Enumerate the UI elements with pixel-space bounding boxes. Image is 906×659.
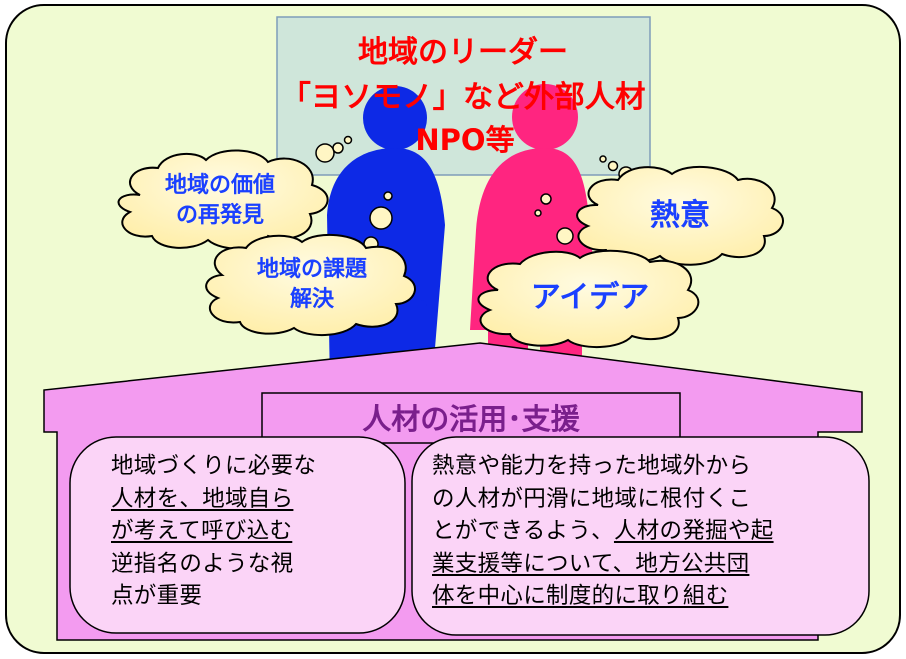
right-box-text: 熱意や能力を持った地域外から の人材が円滑に地域に根付くこ とができるよう、人材…: [432, 450, 774, 613]
left-box-text: 地域づくりに必要な 人材を、地域自ら が考えて呼び込む 逆指名のような視 点が重…: [111, 450, 316, 613]
banner-label-box: [261, 392, 681, 444]
left-box-line-3: が考えて呼び込む: [111, 515, 316, 548]
right-box-line-3: とができるよう、人材の発掘や起: [432, 515, 774, 548]
banner-title: 人材の活用･支援: [362, 402, 581, 436]
title-line-3: NPO等: [415, 123, 514, 157]
left-box-line-2-underlined: 人材を、地域自ら: [111, 485, 294, 512]
left-box-line-1: 地域づくりに必要な: [111, 453, 317, 479]
left-box-line-3-underlined: が考えて呼び込む: [111, 518, 293, 544]
right-box-line-4-underlined: 業支援等について、地方公共団: [432, 550, 750, 577]
cloud-value-rediscovery: 地域の価値 の再発見: [117, 149, 329, 250]
cloud-left-bottom-line1: 地域の課題: [257, 256, 368, 282]
right-box-line-3-plain: とができるよう、: [432, 518, 614, 544]
cloud-left-bottom-line2: 解決: [290, 286, 335, 312]
cloud-left-top-line2: の再発見: [176, 203, 264, 228]
cloud-right-bottom-text: アイデア: [531, 280, 650, 315]
right-box-line-4: 業支援等について、地方公共団: [432, 548, 774, 581]
right-box-line-5: 体を中心に制度的に取り組む: [432, 580, 774, 613]
cloud-left-top-line1: 地域の価値: [165, 172, 275, 198]
cloud-enthusiasm: 熱意: [576, 165, 784, 266]
right-box-line-3-underlined: 人材の発掘や起: [613, 518, 774, 544]
left-box-line-2: 人材を、地域自ら: [111, 483, 316, 516]
left-box-line-4: 逆指名のような視: [111, 550, 294, 577]
cloud-problem-solving: 地域の課題 解決: [205, 233, 416, 337]
right-text-box: [411, 436, 870, 636]
cloud-ideas: アイデア: [477, 249, 700, 349]
right-box-line-2: の人材が円滑に地域に根付くこ: [432, 485, 752, 512]
right-box-line-1: 熱意や能力を持った地域外から: [432, 453, 752, 479]
title-line-2: 「ヨソモノ」など外部人材: [281, 80, 646, 115]
left-box-line-5: 点が重要: [111, 583, 203, 609]
right-box-line-5-underlined: 体を中心に制度的に取り組む: [432, 583, 729, 609]
left-text-box: [69, 436, 406, 634]
cloud-right-top-text: 熱意: [650, 198, 710, 233]
title-line-1: 地域のリーダー: [358, 35, 568, 70]
